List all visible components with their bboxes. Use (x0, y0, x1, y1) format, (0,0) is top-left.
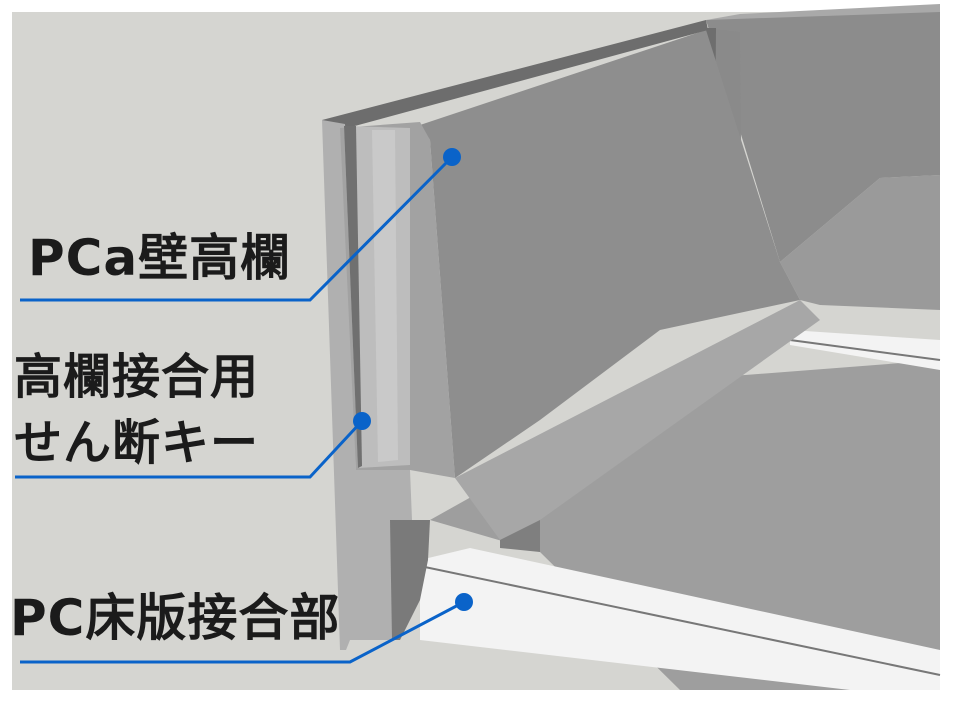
second-railing-lower-face (780, 175, 940, 310)
label-deck-joint: PC床版接合部 (10, 589, 341, 647)
marker-deck-joint (455, 593, 473, 611)
railing-curb-face (455, 300, 820, 540)
marker-wall (443, 148, 461, 166)
label-wall-railing: PCa壁高欄 (28, 229, 292, 287)
railing-front-face (420, 30, 800, 478)
leader-line-deck-joint (20, 600, 465, 664)
leader-line-shear-key (15, 419, 364, 479)
shear-key-edge (344, 126, 362, 468)
railing-curb-bottom (500, 520, 540, 552)
leader-line-wall (20, 155, 454, 302)
marker-shear-key (353, 412, 371, 430)
deck-edge-line-2 (789, 339, 941, 361)
second-railing-top (706, 4, 940, 20)
label-shear-key-line2: せん断キー (14, 415, 260, 471)
second-railing-face (706, 6, 940, 262)
label-shear-key-line1: 高欄接合用 (14, 349, 260, 405)
shear-key-groove (372, 130, 398, 462)
deck-joint-block (390, 520, 430, 640)
deck-underside-white (420, 548, 940, 690)
railing-top-edge (322, 20, 708, 130)
label-shear-key: 高欄接合用 せん断キー (14, 344, 259, 476)
leader-lines (15, 155, 465, 664)
deck-slab-top (430, 360, 940, 690)
deck-edge-line (419, 565, 941, 676)
